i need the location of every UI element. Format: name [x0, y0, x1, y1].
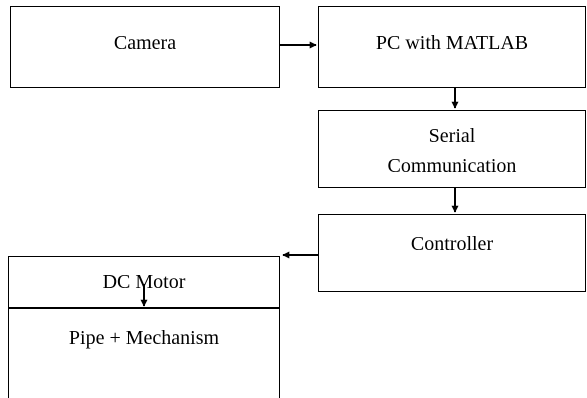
node-pipe-label: Pipe + Mechanism [68, 327, 220, 349]
node-controller-label: Controller [410, 233, 494, 255]
node-controller: Controller [318, 214, 586, 292]
node-pc-with-matlab: PC with MATLAB [318, 6, 586, 88]
connector-arrows [140, 41, 459, 307]
node-serial-label-line2: Communication [387, 155, 517, 177]
node-dc-motor-label: DC Motor [102, 271, 186, 293]
node-camera: Camera [10, 6, 280, 88]
node-serial-label-line1: Serial [428, 125, 476, 147]
node-pc-label: PC with MATLAB [375, 32, 529, 54]
node-pipe-mechanism: Pipe + Mechanism [8, 308, 280, 398]
node-serial-communication: Serial Communication [318, 110, 586, 188]
node-camera-label: Camera [113, 32, 177, 54]
